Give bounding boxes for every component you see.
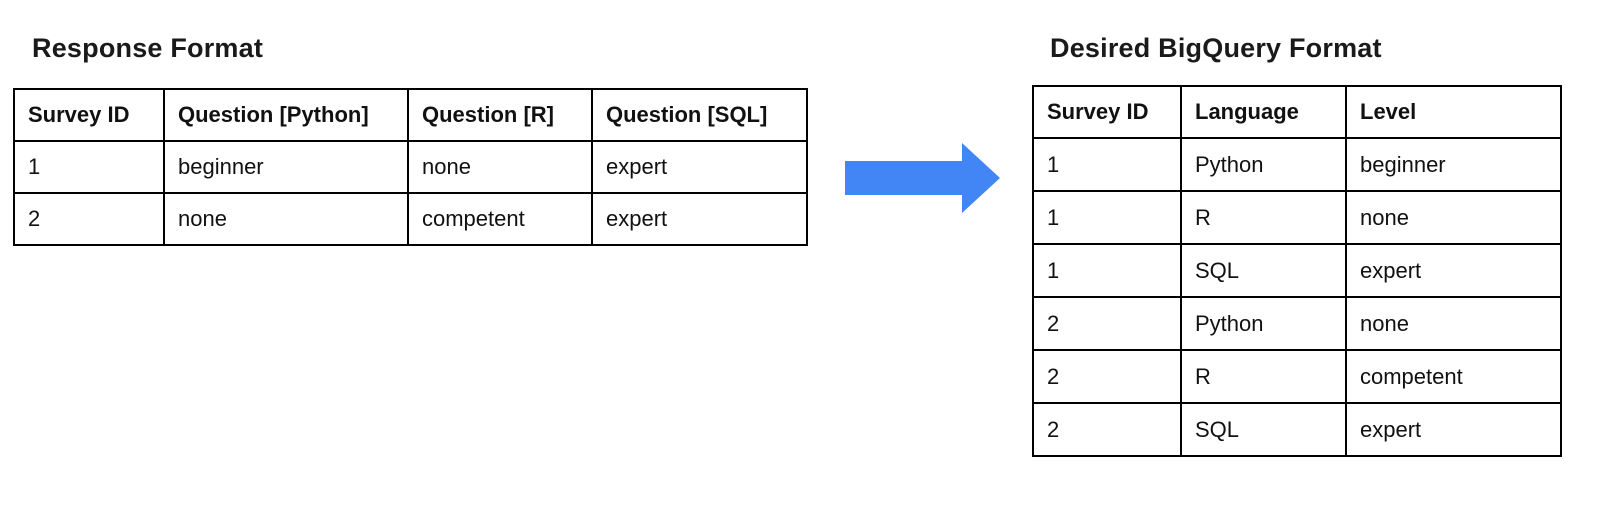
cell-level: none xyxy=(1345,296,1562,351)
cell-question-sql: expert xyxy=(591,192,808,246)
column-header-level: Level xyxy=(1345,85,1562,139)
right-arrow-icon xyxy=(845,143,1000,213)
cell-level: expert xyxy=(1345,402,1562,457)
cell-level: expert xyxy=(1345,243,1562,298)
response-format-table: Survey ID Question [Python] Question [R]… xyxy=(13,88,808,246)
table-row: 1 Python beginner xyxy=(1032,137,1562,192)
cell-language: Python xyxy=(1180,137,1347,192)
table-row: 2 R competent xyxy=(1032,349,1562,404)
cell-language: R xyxy=(1180,190,1347,245)
table-row: 2 SQL expert xyxy=(1032,402,1562,457)
cell-level: competent xyxy=(1345,349,1562,404)
header-row: Survey ID Language Level xyxy=(1032,85,1562,139)
column-header-survey-id: Survey ID xyxy=(13,88,165,142)
table-row: 2 none competent expert xyxy=(13,192,808,246)
right-arrow-shape xyxy=(845,143,1000,213)
cell-question-sql: expert xyxy=(591,140,808,194)
table-row: 2 Python none xyxy=(1032,296,1562,351)
cell-survey-id: 1 xyxy=(13,140,165,194)
cell-survey-id: 1 xyxy=(1032,243,1182,298)
cell-question-r: competent xyxy=(407,192,593,246)
cell-survey-id: 2 xyxy=(1032,296,1182,351)
cell-language: SQL xyxy=(1180,243,1347,298)
cell-question-python: beginner xyxy=(163,140,409,194)
cell-level: none xyxy=(1345,190,1562,245)
table-row: 1 beginner none expert xyxy=(13,140,808,194)
column-header-question-python: Question [Python] xyxy=(163,88,409,142)
column-header-survey-id: Survey ID xyxy=(1032,85,1182,139)
bigquery-format-title: Desired BigQuery Format xyxy=(1050,33,1382,63)
bigquery-format-table: Survey ID Language Level 1 Python beginn… xyxy=(1032,85,1562,457)
column-header-language: Language xyxy=(1180,85,1347,139)
cell-language: Python xyxy=(1180,296,1347,351)
column-header-question-sql: Question [SQL] xyxy=(591,88,808,142)
cell-survey-id: 1 xyxy=(1032,190,1182,245)
cell-question-python: none xyxy=(163,192,409,246)
table-row: 1 R none xyxy=(1032,190,1562,245)
cell-language: R xyxy=(1180,349,1347,404)
response-format-title: Response Format xyxy=(32,33,264,63)
header-row: Survey ID Question [Python] Question [R]… xyxy=(13,88,808,142)
cell-survey-id: 1 xyxy=(1032,137,1182,192)
cell-survey-id: 2 xyxy=(1032,349,1182,404)
table-row: 1 SQL expert xyxy=(1032,243,1562,298)
cell-question-r: none xyxy=(407,140,593,194)
cell-survey-id: 2 xyxy=(13,192,165,246)
cell-survey-id: 2 xyxy=(1032,402,1182,457)
cell-language: SQL xyxy=(1180,402,1347,457)
column-header-question-r: Question [R] xyxy=(407,88,593,142)
cell-level: beginner xyxy=(1345,137,1562,192)
